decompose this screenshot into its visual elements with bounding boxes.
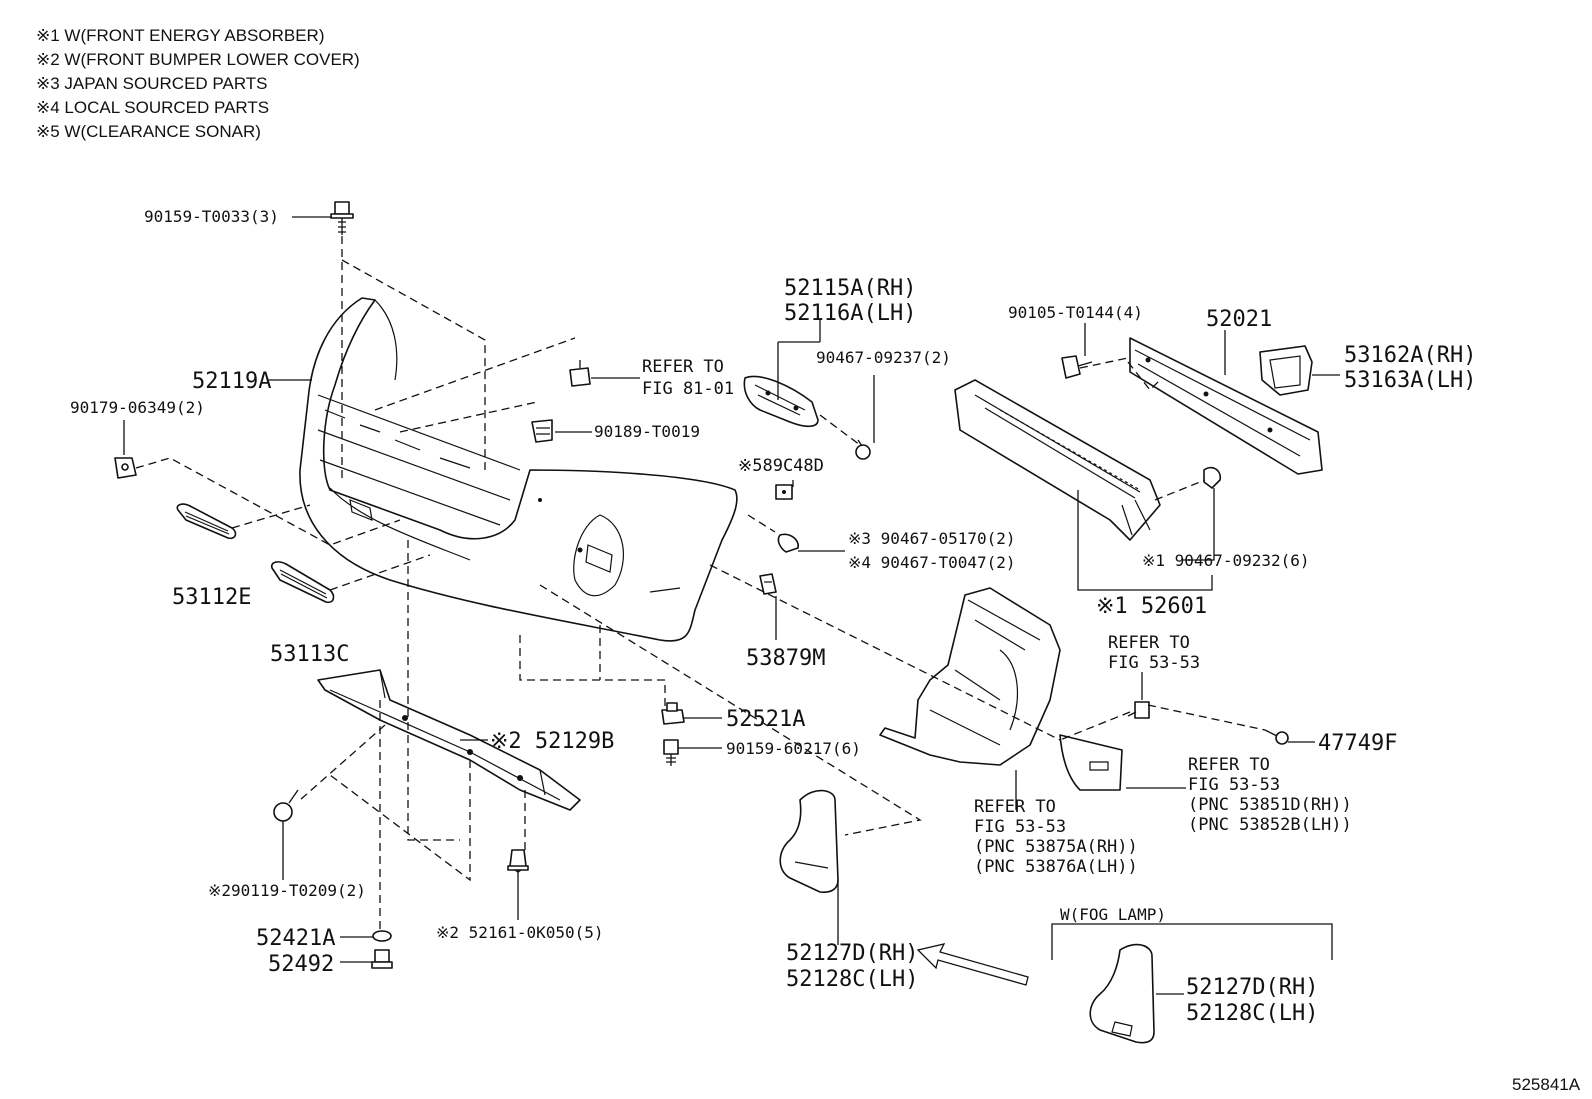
note-5: ※5 W(CLEARANCE SONAR) <box>36 122 261 141</box>
label-refer-liner-d: (PNC 53876A(LH)) <box>974 857 1138 877</box>
bumper-cover-drawing <box>299 297 738 642</box>
bolt-90159-60217-icon <box>663 739 679 766</box>
label-90105-t0144: 90105-T0144(4) <box>1008 303 1143 322</box>
label-fog-lamp: W(FOG LAMP) <box>1060 905 1166 924</box>
part-labels: 90159-T0033(3) 52119A 90179-06349(2) 531… <box>70 207 1581 1094</box>
note-3: ※3 JAPAN SOURCED PARTS <box>36 74 268 93</box>
label-53879m: 53879M <box>746 646 825 671</box>
label-90467-t0047: ※4 90467-T0047(2) <box>848 553 1016 572</box>
label-refer-81-a: REFER TO <box>642 357 724 377</box>
bolt-47749f-icon <box>1264 729 1289 745</box>
mudflap-fog-lamp-icon <box>1089 943 1155 1044</box>
label-52521a: 52521A <box>726 707 805 732</box>
bracket-53879m-icon <box>759 573 777 595</box>
label-refer-liner-a: REFER TO <box>974 797 1056 817</box>
label-52127d-fog: 52127D(RH) <box>1186 975 1318 1000</box>
bolt-90159-t0033-icon <box>330 201 354 235</box>
label-52116a: 52116A(LH) <box>784 301 916 326</box>
label-90119-t0209: ※290119-T0209(2) <box>208 881 366 900</box>
label-52601: ※1 52601 <box>1096 594 1207 619</box>
label-52119a: 52119A <box>192 369 271 394</box>
plug-52492-icon <box>371 949 393 969</box>
fender-liner-icon <box>879 587 1061 766</box>
label-refer-liner-c: (PNC 53875A(RH)) <box>974 837 1138 857</box>
washer-52421a-icon <box>372 930 392 942</box>
label-refer-mud-b: FIG 53-53 <box>1188 775 1280 795</box>
label-52161-0k050: ※2 52161-0K050(5) <box>436 923 604 942</box>
note-2: ※2 W(FRONT BUMPER LOWER COVER) <box>36 50 360 69</box>
nut-52521a-icon <box>661 702 685 725</box>
label-90467-09237: 90467-09237(2) <box>816 348 951 367</box>
dashed-lines <box>135 236 1266 930</box>
reinforcement-52021-icon <box>1129 337 1323 475</box>
grille-53113c-icon <box>270 561 335 604</box>
label-90467-05170: ※3 90467-05170(2) <box>848 529 1016 548</box>
absorber-52601-icon <box>954 379 1161 541</box>
figure-id: 525841A <box>1512 1075 1581 1094</box>
clip-52161-0k050-icon <box>507 849 529 873</box>
label-52492: 52492 <box>268 952 334 977</box>
label-52021: 52021 <box>1206 307 1272 332</box>
clip-90467-09232-icon <box>1203 466 1222 489</box>
arrow-icon <box>916 943 1029 986</box>
label-52127d-main: 52127D(RH) <box>786 941 918 966</box>
label-52129b: ※2 52129B <box>490 729 614 754</box>
label-refer-mud-c: (PNC 53851D(RH)) <box>1188 795 1352 815</box>
label-47749f: 47749F <box>1318 731 1397 756</box>
label-90467-09232: ※1 90467-09232(6) <box>1142 551 1310 570</box>
note-4: ※4 LOCAL SOURCED PARTS <box>36 98 269 117</box>
label-refer-liner-b: FIG 53-53 <box>974 817 1066 837</box>
bracket-53162a-icon <box>1259 345 1313 396</box>
bolt-90105-t0144-icon <box>1061 355 1093 379</box>
label-52115a: 52115A(RH) <box>784 276 916 301</box>
label-52128c-fog: 52128C(LH) <box>1186 1001 1318 1026</box>
clip-refer-81-icon <box>569 360 591 387</box>
label-52128c-main: 52128C(LH) <box>786 967 918 992</box>
label-52421a: 52421A <box>256 926 335 951</box>
label-refer-81-b: FIG 81-01 <box>642 379 734 399</box>
fog-lamp-frame <box>1051 923 1333 960</box>
clip-90467-05170-icon <box>777 533 800 553</box>
screw-90119-t0209-icon <box>273 789 299 822</box>
bracket-52115a-icon <box>743 375 819 428</box>
label-53163a: 53163A(LH) <box>1344 368 1476 393</box>
label-53112e: 53112E <box>172 585 251 610</box>
label-90159-60217: 90159-60217(6) <box>726 739 861 758</box>
label-refer-mud-d: (PNC 53852B(LH)) <box>1188 815 1352 835</box>
legend-notes: ※1 W(FRONT ENERGY ABSORBER) ※2 W(FRONT B… <box>36 26 360 141</box>
clip-90179-06349-icon <box>114 457 137 479</box>
sonar-retainer-89c48d-icon <box>775 484 793 500</box>
label-refer-mud-a: REFER TO <box>1188 755 1270 775</box>
bolt-refer-53-53-icon <box>1127 701 1150 719</box>
label-589c48d: ※589C48D <box>738 456 824 476</box>
label-refer-5353-a: REFER TO <box>1108 633 1190 653</box>
mudflap-52127d-icon <box>779 789 839 893</box>
note-1: ※1 W(FRONT ENERGY ABSORBER) <box>36 26 325 45</box>
lower-cover-52129b-icon <box>317 669 581 811</box>
label-refer-5353-b: FIG 53-53 <box>1108 653 1200 673</box>
clip-90189-t0019-icon <box>531 419 553 443</box>
grille-53112e-icon <box>176 503 237 540</box>
label-90189-t0019: 90189-T0019 <box>594 422 700 441</box>
label-53162a: 53162A(RH) <box>1344 343 1476 368</box>
label-90179-06349: 90179-06349(2) <box>70 398 205 417</box>
label-90159-t0033: 90159-T0033(3) <box>144 207 279 226</box>
screw-90467-09237-icon <box>855 439 871 460</box>
leader-lines <box>123 216 1340 963</box>
label-53113c: 53113C <box>270 642 349 667</box>
mudguard-53851d-icon <box>1059 734 1123 791</box>
